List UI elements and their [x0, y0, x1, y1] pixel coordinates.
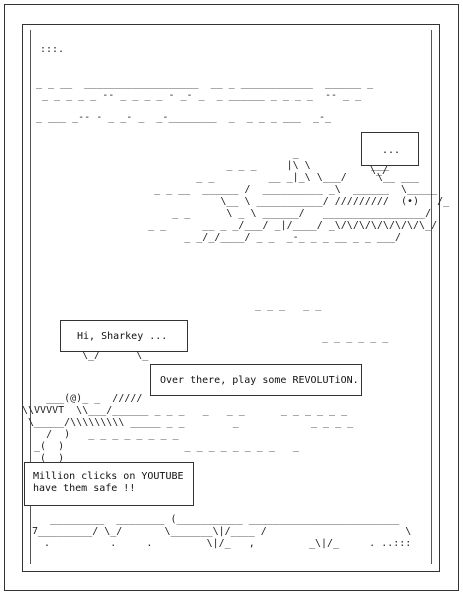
greeting-bubble-tail: \_/ \_ [82, 350, 149, 361]
instruction-bubble: Over there, play some REVOLUTiON. [150, 364, 362, 396]
dots-text: ... [382, 145, 401, 156]
shark-art-top: _ _ _ _ |\ \ ___ _ _ __ _|_\ \___/ \__ _… [148, 148, 450, 243]
greeting-bubble: Hi, Sharkey ... [60, 320, 188, 352]
wave-line-1: _ _ __ ___________________ __ _ ________… [36, 78, 374, 89]
instruction-text: Over there, play some REVOLUTiON. [160, 375, 359, 386]
warning-text-line2: have them safe !! [33, 483, 136, 494]
corner-mark: :::. [40, 44, 65, 55]
shark-art-small: ___(@)_ _ ///// \\VVVVT \\___/______ _ _… [22, 393, 354, 464]
outer-border [4, 4, 459, 591]
wave-line-3: _ ___ _-- - _ _- _ _-________ _ _ _ _ __… [36, 112, 332, 123]
inner-border [22, 24, 440, 572]
warning-bubble: Million clicks on YOUTUBE have them safe… [24, 462, 194, 506]
inner-border-secondary [30, 30, 432, 564]
wave-line-2: _ _ _ _ _ -- _ _ _ _ - _- _ _ ______ _ _… [36, 90, 362, 101]
dots-bubble-tail: \_/ [370, 165, 389, 176]
dots-bubble: ... [361, 132, 419, 166]
greeting-text: Hi, Sharkey ... [77, 331, 168, 342]
mid-dashes-2: _ _ _ _ _ _ [322, 332, 389, 343]
warning-text-line1: Million clicks on YOUTUBE [33, 471, 184, 482]
mid-dashes-1: _ _ _ _ _ [255, 300, 322, 311]
seabed-art: _________ ________ (___________ ________… [32, 514, 412, 549]
